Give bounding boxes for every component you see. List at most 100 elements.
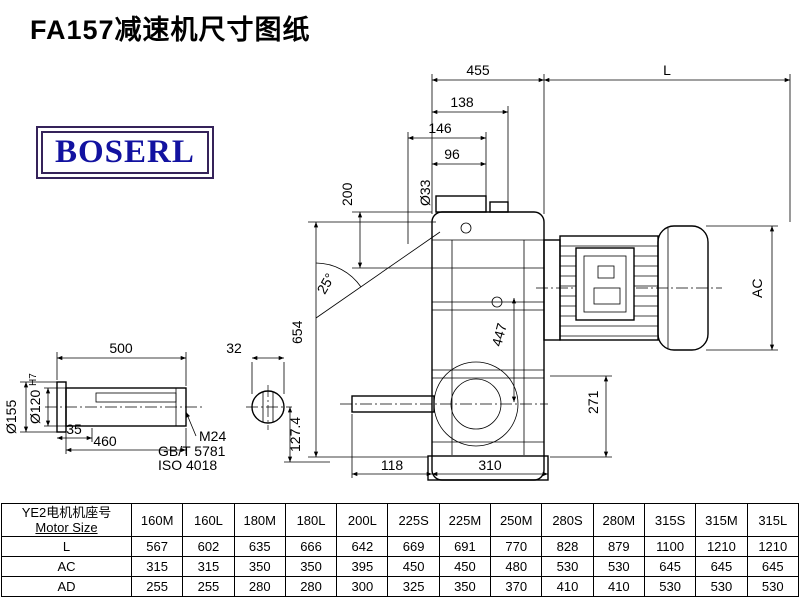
motor	[543, 235, 659, 341]
table-cell: 530	[592, 556, 645, 577]
dim-460-label: 460	[93, 433, 117, 449]
dim-310-label: 310	[478, 457, 502, 473]
dim-455-label: 455	[466, 62, 490, 78]
table-cell: 410	[541, 576, 594, 597]
table-cell: 635	[233, 536, 286, 557]
output-shaft-detail	[56, 381, 187, 433]
column-header-200L: 200L	[336, 503, 389, 537]
dim-L-label: L	[663, 62, 671, 78]
table-cell: 370	[490, 576, 543, 597]
column-header-160L: 160L	[182, 503, 235, 537]
table-cell: 280	[233, 576, 286, 597]
column-header-180M: 180M	[233, 503, 286, 537]
table-row-L: L 567 602 635 666 642 669 691 770 828 87…	[1, 536, 800, 557]
table-cell: 645	[695, 556, 748, 577]
table-cell: 530	[541, 556, 594, 577]
column-header-225S: 225S	[387, 503, 440, 537]
page-title: FA157减速机尺寸图纸	[30, 15, 311, 45]
table-cell: 350	[438, 576, 492, 597]
dim-dia120-label: Ø120	[27, 390, 43, 424]
technical-drawing: 455 L 138 146 96 Ø33 200 25° 654 447 AC …	[3, 62, 791, 481]
table-cell: 395	[336, 556, 389, 577]
table-cell: 280	[284, 576, 338, 597]
dim-138-label: 138	[450, 94, 474, 110]
header-line1: YE2电机机座号	[21, 505, 112, 520]
column-header-250M: 250M	[490, 503, 543, 537]
table-cell: 691	[438, 536, 492, 557]
motor-size-table: YE2电机机座号 Motor Size 160M 160L 180M 180L …	[1, 503, 800, 597]
table-cell: 770	[490, 536, 543, 557]
table-cell: 480	[490, 556, 543, 577]
dim-127-4-label: 127.4	[287, 417, 303, 452]
table-row-AD: AD 255 255 280 280 300 325 350 370 410 4…	[1, 576, 800, 597]
dim-dia33-label: Ø33	[417, 179, 433, 206]
centerlines	[45, 287, 722, 430]
dim-146-label: 146	[428, 120, 452, 136]
table-cell: 666	[284, 536, 338, 557]
dim-654-label: 654	[289, 320, 305, 344]
dim-118-label: 118	[381, 457, 404, 473]
table-cell: 669	[387, 536, 440, 557]
motor-size-header-cell: YE2电机机座号 Motor Size	[1, 503, 132, 537]
table-cell: 642	[336, 536, 389, 557]
table-cell: 410	[592, 576, 645, 597]
table-cell: 350	[233, 556, 286, 577]
table-cell: 325	[387, 576, 440, 597]
column-header-315L: 315L	[746, 503, 800, 537]
column-header-180L: 180L	[284, 503, 338, 537]
boserl-logo: BOSERL	[36, 126, 214, 179]
dim-h7-tolerance-label: H7	[28, 373, 39, 386]
boserl-logo-inner-border: BOSERL	[41, 131, 209, 174]
table-cell: 828	[541, 536, 594, 557]
dim-AC-label: AC	[749, 279, 765, 298]
table-cell: 879	[592, 536, 645, 557]
table-cell: 530	[746, 576, 800, 597]
row-label-AD: AD	[1, 576, 132, 597]
table-cell: 1210	[695, 536, 748, 557]
table-cell: 530	[643, 576, 697, 597]
dim-35-label: 35	[66, 421, 82, 437]
shaft-section-view	[251, 390, 285, 424]
row-label-L: L	[1, 536, 132, 557]
table-cell: 645	[643, 556, 697, 577]
column-header-315M: 315M	[695, 503, 748, 537]
table-cell: 255	[182, 576, 235, 597]
dim-447-label: 447	[488, 321, 510, 348]
table-cell: 300	[336, 576, 389, 597]
dim-32-label: 32	[226, 340, 242, 356]
table-cell: 350	[284, 556, 338, 577]
table-cell: 530	[695, 576, 748, 597]
fan-cover	[657, 225, 709, 351]
table-cell: 315	[182, 556, 235, 577]
dim-271-label: 271	[585, 390, 601, 414]
table-cell: 645	[746, 556, 800, 577]
table-cell: 315	[130, 556, 184, 577]
boserl-logo-text: BOSERL	[55, 134, 195, 170]
column-header-315S: 315S	[643, 503, 697, 537]
table-cell: 1100	[643, 536, 697, 557]
column-header-280M: 280M	[592, 503, 645, 537]
table-cell: 1210	[746, 536, 800, 557]
row-label-AC: AC	[1, 556, 132, 577]
table-cell: 450	[387, 556, 440, 577]
table-cell: 255	[130, 576, 184, 597]
dim-iso4018-label: ISO 4018	[158, 457, 217, 473]
table-cell: 450	[438, 556, 492, 577]
gearbox-housing	[351, 195, 549, 481]
table-row-AC: AC 315 315 350 350 395 450 450 480 530 5…	[1, 556, 800, 577]
dim-500-label: 500	[109, 340, 133, 356]
dim-25deg-label: 25°	[313, 270, 337, 296]
table-cell: 602	[182, 536, 235, 557]
dim-gbt5781-label: GB/T 5781	[158, 443, 226, 459]
column-header-280S: 280S	[541, 503, 594, 537]
dim-dia155-label: Ø155	[3, 400, 19, 434]
header-line2: Motor Size	[35, 520, 98, 535]
dim-m24-label: M24	[199, 428, 226, 444]
dimension-lines	[20, 74, 791, 478]
dim-96-label: 96	[444, 146, 460, 162]
table-cell: 567	[130, 536, 184, 557]
column-header-225M: 225M	[438, 503, 492, 537]
table-header-row: YE2电机机座号 Motor Size 160M 160L 180M 180L …	[1, 503, 800, 537]
column-header-160M: 160M	[130, 503, 184, 537]
dim-200-label: 200	[339, 182, 355, 206]
